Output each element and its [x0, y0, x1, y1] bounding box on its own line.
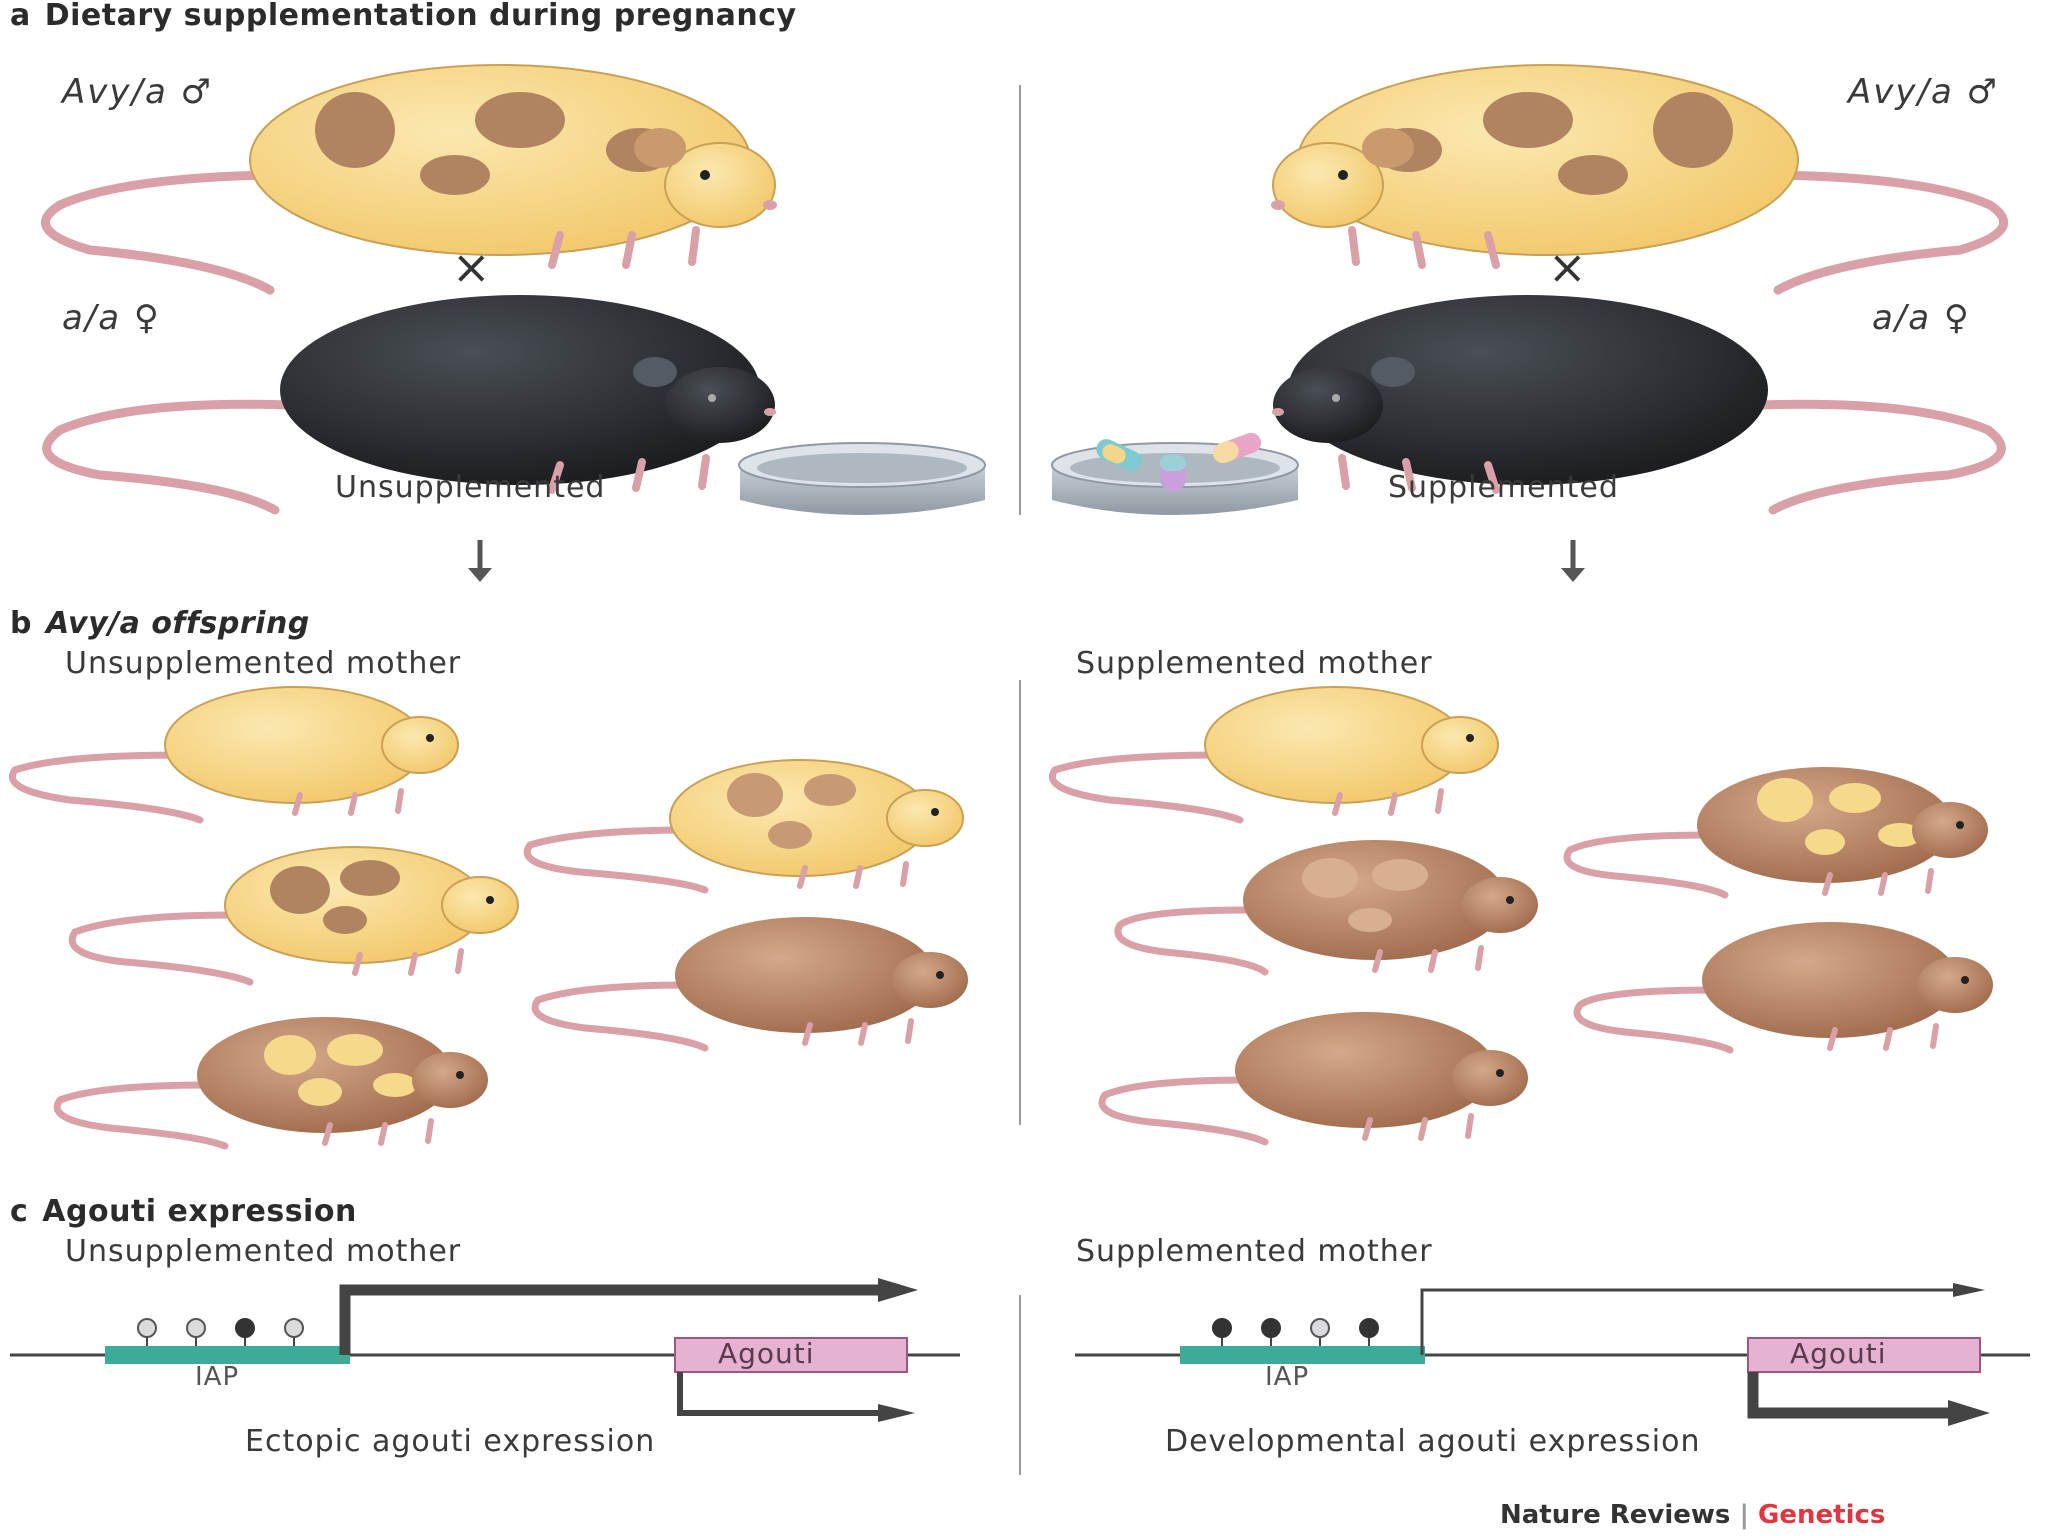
offspring-left-yellow: [8, 686, 459, 824]
agouti-gene-box: [674, 1337, 908, 1373]
developmental-transcription-arrow: [1747, 1372, 1950, 1419]
journal-name: Genetics: [1758, 1500, 1886, 1530]
caption-developmental: Developmental agouti expression: [1165, 1424, 1701, 1459]
panel-letter: c: [10, 1194, 29, 1229]
credit-separator: |: [1739, 1500, 1749, 1530]
offspring-left-mottled-2: [68, 846, 519, 986]
genotype-female-left: a/a ♀: [62, 298, 161, 338]
pill-icon: [1212, 432, 1262, 464]
panel-title-text: Avy/a offspring: [45, 606, 310, 641]
empty-dish: [738, 442, 986, 515]
panel-title-text: Agouti expression: [42, 1194, 357, 1229]
iap-label-left: IAP: [195, 1362, 240, 1392]
male-mouse-right: [1271, 64, 2008, 295]
expression-left-label: Unsupplemented mother: [65, 1234, 462, 1269]
offspring-left-mottled-1: [523, 759, 964, 894]
arrow-down-right: [1561, 540, 1585, 582]
iap-element: [105, 1346, 350, 1364]
iap-label-right: IAP: [1265, 1362, 1310, 1392]
offspring-left-brown: [531, 917, 968, 1052]
panel-letter: b: [10, 606, 32, 641]
supplement-dish: [1051, 432, 1299, 515]
gene-diagram-left: [10, 1278, 960, 1422]
journal-credit: Nature Reviews | Genetics: [1500, 1500, 1885, 1530]
agouti-label-right: Agouti: [1790, 1337, 1887, 1370]
brand-name: Nature Reviews: [1500, 1500, 1731, 1530]
offspring-right-brown-2: [1098, 1012, 1528, 1146]
label-supplemented: Supplemented: [1388, 470, 1619, 505]
caption-ectopic: Ectopic agouti expression: [245, 1424, 656, 1459]
genotype-male-left: Avy/a ♂: [62, 72, 214, 112]
pill-icon: [1096, 439, 1142, 471]
cross-symbol-right: ×: [1548, 240, 1587, 294]
gene-diagram-right: [1075, 1283, 2030, 1426]
expression-right-label: Supplemented mother: [1076, 1234, 1433, 1269]
panel-c-title: c Agouti expression: [10, 1194, 357, 1229]
offspring-right-brown-patched: [1563, 767, 1988, 899]
cross-symbol-left: ×: [452, 240, 491, 294]
agouti-gene-box: [1747, 1337, 1981, 1373]
offspring-right-brown-mottled: [1114, 840, 1538, 976]
arrow-down-left: [468, 540, 492, 582]
methylation-lollipops: [1212, 1318, 1379, 1346]
ectopic-transcription-arrow: [339, 1284, 880, 1355]
offspring-right-brown-1: [1573, 922, 1993, 1054]
genotype-female-right: a/a ♀: [1872, 298, 1971, 338]
methylation-lollipops: [137, 1318, 304, 1346]
ectopic-transcription-arrow: [1420, 1288, 1955, 1355]
iap-element: [1180, 1346, 1425, 1364]
developmental-transcription-arrow: [677, 1372, 880, 1416]
offspring-left-label: Unsupplemented mother: [65, 646, 462, 681]
male-mouse-left: [41, 64, 777, 295]
panel-title-text: Dietary supplementation during pregnancy: [44, 0, 797, 33]
female-mouse-right: [1272, 295, 2006, 515]
offspring-right-yellow: [1048, 686, 1499, 824]
panel-letter: a: [10, 0, 31, 33]
genotype-male-right: Avy/a ♂: [1848, 72, 2000, 112]
agouti-label-left: Agouti: [718, 1337, 815, 1370]
pill-icon: [1160, 455, 1186, 491]
label-unsupplemented: Unsupplemented: [335, 470, 606, 505]
female-mouse-left: [42, 295, 776, 515]
offspring-right-label: Supplemented mother: [1076, 646, 1433, 681]
panel-a-title: a Dietary supplementation during pregnanc…: [10, 0, 797, 33]
offspring-left-brown-patched: [53, 1017, 488, 1150]
panel-b-title: b Avy/a offspring: [10, 606, 310, 641]
